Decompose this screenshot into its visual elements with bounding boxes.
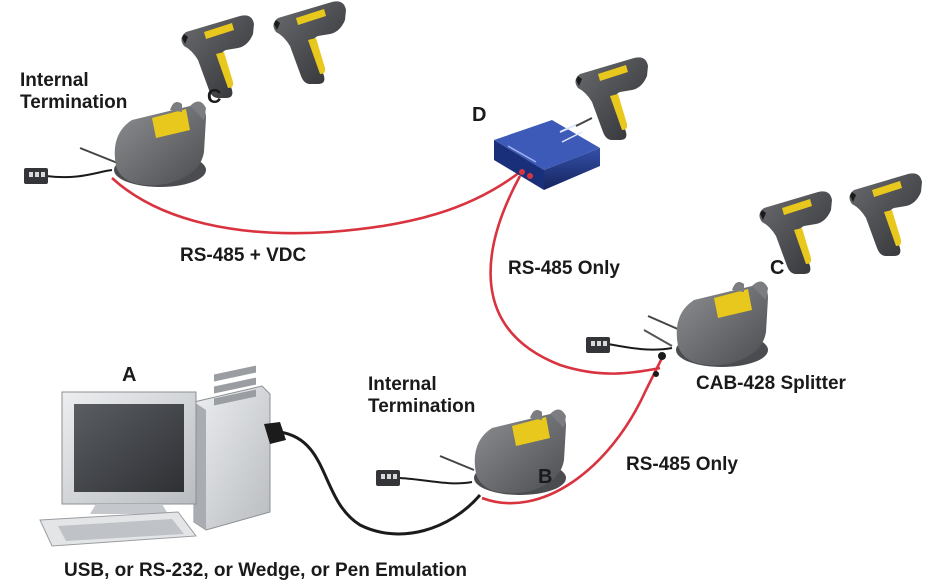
splitter-junction: [658, 352, 666, 360]
internal-termination-label-top: Internal Termination: [20, 70, 128, 113]
label-b: B: [538, 466, 553, 488]
power-plug-top-icon: [24, 168, 48, 184]
hub-d-icon: [494, 117, 600, 190]
cab-428-splitter-label: CAB-428 Splitter: [696, 373, 846, 394]
scanner-top-middle-icon: [273, 1, 346, 84]
cable-rs485-upper: [489, 175, 661, 375]
label-a: A: [122, 364, 137, 386]
antenna-b: [439, 455, 475, 471]
label-c-right: C: [770, 257, 785, 279]
cable-power-left: [45, 169, 113, 179]
rs485-vdc-label: RS-485 + VDC: [180, 245, 307, 266]
label-d: D: [472, 104, 487, 126]
scanner-right-2-icon: [849, 173, 922, 256]
cable-splitter-stub: [643, 329, 673, 347]
scanner-near-hub-icon: [575, 57, 648, 140]
cradle-c-right-icon: [676, 281, 768, 367]
power-plug-right-icon: [586, 337, 610, 353]
host-interfaces-label: USB, or RS-232, or Wedge, or Pen Emulati…: [64, 560, 467, 581]
rs485-only-label-upper: RS-485 Only: [508, 258, 620, 279]
antenna-c-top: [79, 147, 121, 165]
label-c-top: C: [207, 86, 222, 108]
host-computer-icon: [39, 365, 286, 547]
internal-termination-label-bottom: Internal Termination: [368, 374, 476, 417]
power-plug-b-icon: [376, 470, 400, 486]
antenna-c-right: [647, 315, 681, 331]
cable-host-usb: [279, 430, 482, 536]
rs485-only-label-lower: RS-485 Only: [626, 454, 738, 475]
splitter-junction-2: [653, 371, 659, 377]
cable-power-right: [607, 343, 673, 351]
cable-rs485-lower: [481, 353, 666, 505]
cradle-c-top-icon: [114, 101, 206, 187]
cable-rs485-vdc: [111, 170, 521, 235]
cable-power-b: [399, 477, 473, 485]
